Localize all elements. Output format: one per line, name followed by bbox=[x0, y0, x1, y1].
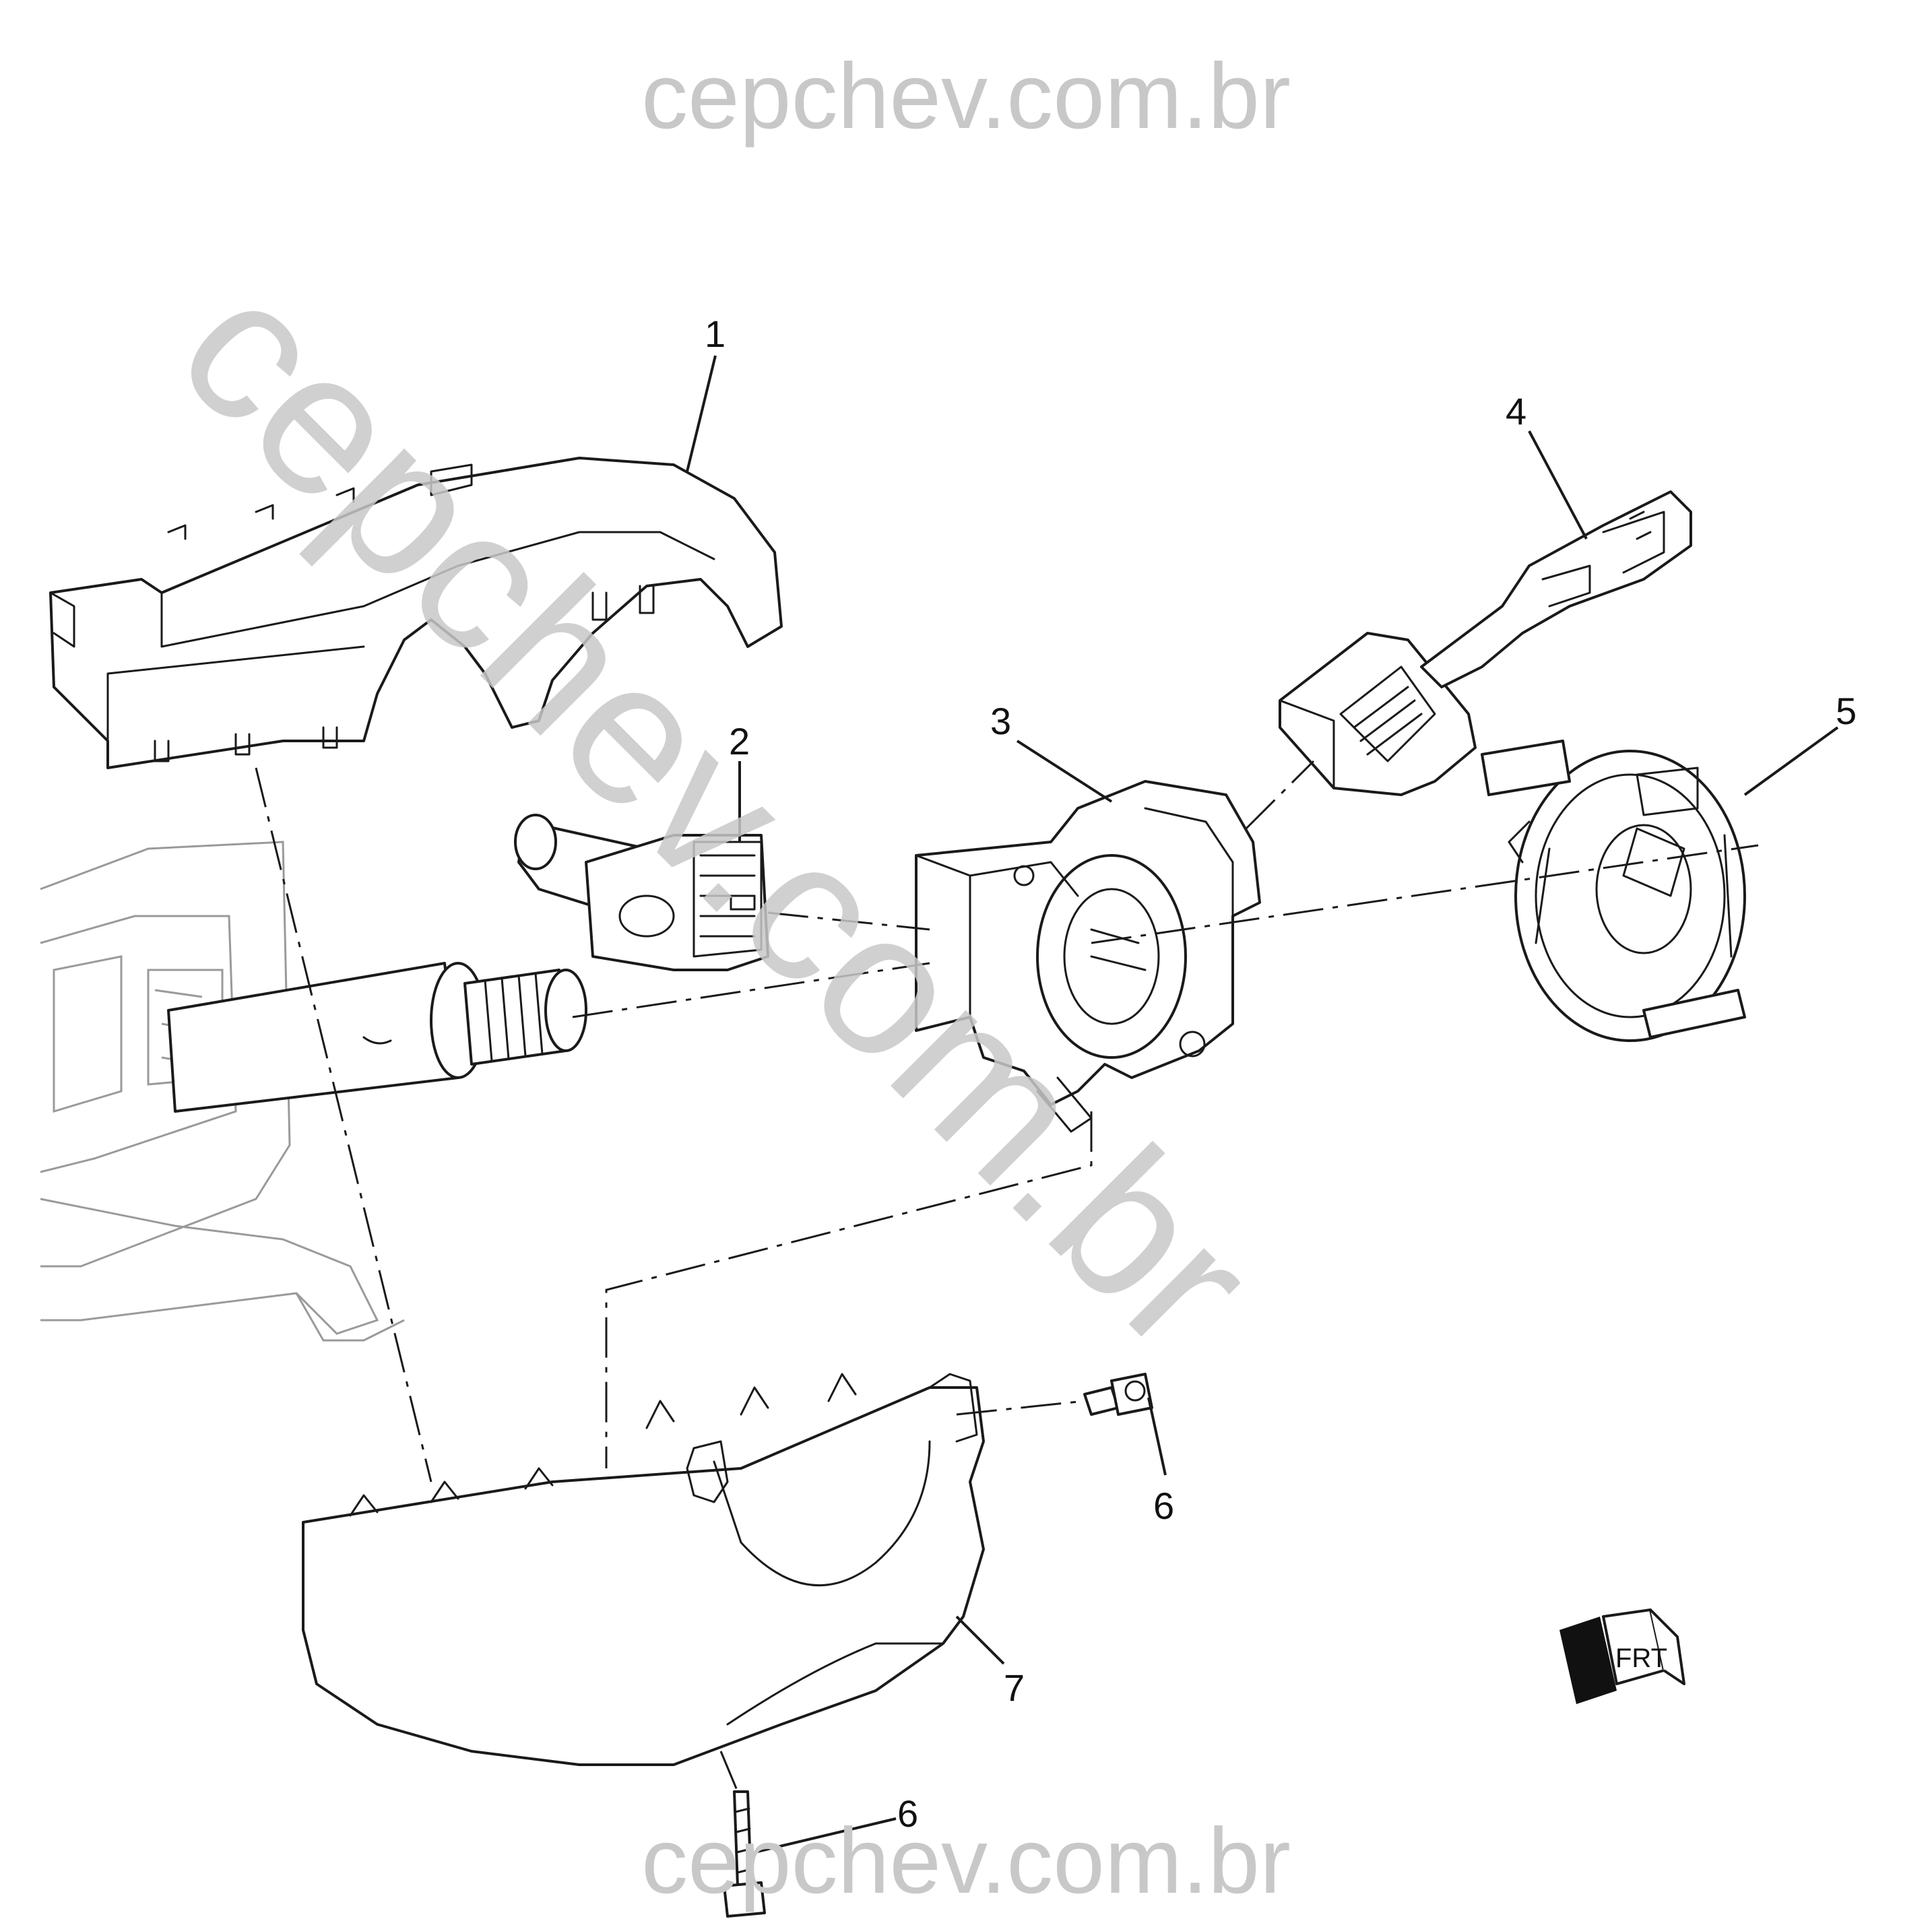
frt-label: FRT bbox=[1615, 1643, 1667, 1673]
callout-1: 1 bbox=[705, 313, 726, 355]
watermark-bottom: cepchev.com.br bbox=[641, 1809, 1291, 1913]
turn-signal-switch bbox=[514, 814, 769, 971]
screw-lower bbox=[723, 1790, 766, 1918]
watermark-top: cepchev.com.br bbox=[641, 44, 1291, 148]
callout-3: 3 bbox=[990, 700, 1011, 742]
callout-6-upper: 6 bbox=[1153, 1485, 1174, 1527]
callout-5: 5 bbox=[1836, 690, 1857, 732]
steering-shaft bbox=[167, 962, 587, 1113]
callout-2: 2 bbox=[729, 720, 750, 762]
upper-trim-cover bbox=[49, 457, 783, 769]
steering-column-housing bbox=[40, 841, 405, 1342]
clockspring-coil bbox=[1481, 740, 1746, 1042]
assembly-centerlines bbox=[255, 760, 1759, 1792]
wiper-washer-switch bbox=[1279, 490, 1692, 796]
callout-6-lower: 6 bbox=[897, 1792, 918, 1835]
front-direction-marker: FRT bbox=[1559, 1608, 1685, 1704]
callout-leaders bbox=[686, 355, 1839, 1854]
switch-housing bbox=[915, 780, 1261, 1133]
lower-trim-cover bbox=[302, 1373, 985, 1766]
callout-4: 4 bbox=[1506, 390, 1526, 432]
callout-7: 7 bbox=[1004, 1666, 1025, 1709]
callout-labels: 1 2 3 4 5 6 6 7 bbox=[705, 313, 1857, 1835]
